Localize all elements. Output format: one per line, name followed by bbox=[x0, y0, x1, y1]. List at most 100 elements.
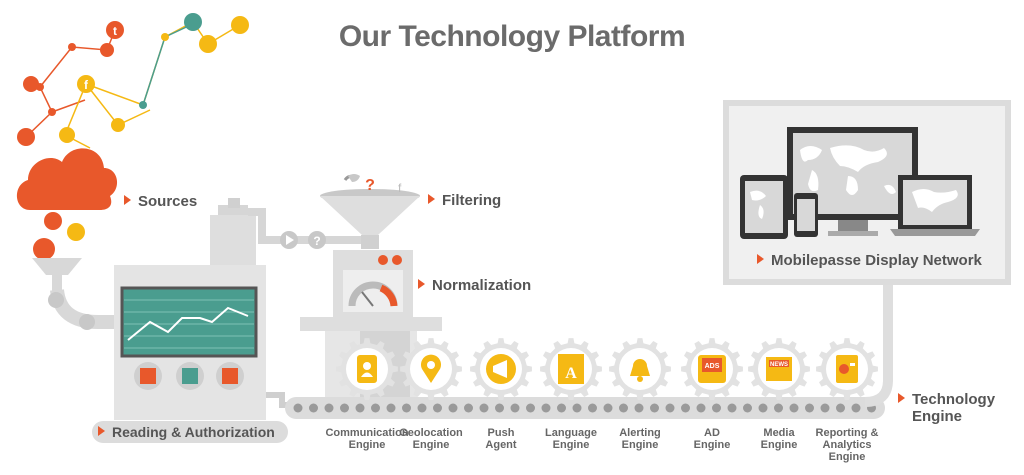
normalization-label-text: Normalization bbox=[432, 277, 532, 294]
belt-roller bbox=[588, 403, 597, 413]
report-icon bbox=[836, 355, 858, 383]
belt-roller bbox=[402, 403, 411, 413]
news-icon: NEWS bbox=[766, 357, 792, 381]
facebook-icon bbox=[77, 75, 95, 93]
filtering-label-text: Filtering bbox=[442, 192, 502, 209]
engine-gear-6: ADS bbox=[681, 338, 743, 400]
belt-roller bbox=[495, 403, 504, 413]
belt-roller bbox=[805, 403, 814, 413]
chat-icon bbox=[59, 127, 75, 143]
filtering-label: Filtering bbox=[428, 192, 501, 209]
belt-roller bbox=[572, 403, 582, 413]
engine-label-line1: AD bbox=[704, 427, 720, 439]
belt-roller bbox=[541, 403, 551, 413]
tech-engine-line1: Technology bbox=[912, 391, 996, 408]
engine-label-line2: Engine bbox=[621, 439, 659, 451]
engine-label-line1: Push bbox=[487, 427, 515, 439]
arrow-icon bbox=[898, 393, 905, 403]
lightbulb-icon bbox=[23, 76, 39, 92]
belt-roller bbox=[665, 403, 675, 413]
social-network-graph: t f bbox=[17, 13, 249, 149]
belt-roller bbox=[603, 403, 613, 413]
engine-gear-4: A bbox=[540, 338, 602, 400]
question-icon bbox=[308, 231, 326, 249]
reading-machine bbox=[114, 198, 300, 420]
engine-label-line2: Engine bbox=[412, 439, 450, 451]
tumblr-icon-letter: t bbox=[113, 24, 117, 38]
media-icon bbox=[100, 43, 114, 57]
belt-roller bbox=[479, 403, 489, 413]
belt-roller bbox=[355, 403, 365, 413]
belt-roller bbox=[650, 403, 659, 413]
social-nodes: t f bbox=[17, 13, 249, 146]
belt-roller bbox=[743, 403, 752, 413]
belt-roller bbox=[712, 403, 721, 413]
phone-icon bbox=[231, 16, 249, 34]
arrow-icon bbox=[418, 279, 425, 289]
engine-gear-5 bbox=[609, 338, 671, 400]
twitter-bird-icon bbox=[33, 238, 55, 260]
engine-gear-2 bbox=[400, 338, 462, 400]
technology-engine-label: Technology Engine bbox=[898, 391, 995, 425]
engine-gear-1 bbox=[336, 338, 398, 400]
engine-gears: A ADS NEWS bbox=[336, 338, 878, 400]
engine-gear-8 bbox=[816, 338, 878, 400]
engine-gear-3 bbox=[470, 338, 532, 400]
tumblr-icon bbox=[106, 21, 124, 39]
normalization-label: Normalization bbox=[418, 277, 531, 294]
tech-engine-line2: Engine bbox=[912, 408, 963, 425]
engine-label-line2: Agent bbox=[485, 439, 517, 451]
svg-text:A: A bbox=[565, 365, 577, 382]
belt-roller bbox=[727, 403, 737, 413]
facebook-icon-letter: f bbox=[84, 78, 89, 92]
filter-pipe: ? bbox=[262, 231, 362, 249]
filter-question-mark: ? bbox=[365, 177, 375, 194]
engine-label-line2: Engine bbox=[693, 439, 731, 451]
belt-roller bbox=[417, 403, 427, 413]
display-network-label-text: Mobilepasse Display Network bbox=[771, 252, 982, 269]
mobile-icon bbox=[67, 223, 85, 241]
engine-label-line1: Language bbox=[545, 427, 597, 439]
belt-roller bbox=[681, 403, 690, 413]
belt-roller bbox=[510, 403, 520, 413]
svg-text:ADS: ADS bbox=[705, 363, 720, 370]
contacts-icon bbox=[184, 13, 202, 31]
engine-label-line1: Media bbox=[763, 427, 795, 439]
cloud-icon bbox=[16, 148, 118, 210]
sources-label-text: Sources bbox=[138, 193, 198, 210]
belt-roller bbox=[789, 403, 799, 413]
megaphone-icon bbox=[486, 354, 516, 384]
person-phone-icon bbox=[357, 355, 377, 383]
link-icon bbox=[111, 118, 125, 132]
belt-roller bbox=[820, 403, 830, 413]
bird-icon bbox=[348, 174, 360, 182]
ad-tablet-icon: ADS bbox=[698, 355, 726, 383]
engine-label: Reporting &Analytics Engine bbox=[803, 427, 891, 463]
belt-roller bbox=[557, 403, 566, 413]
svg-text:NEWS: NEWS bbox=[770, 362, 788, 368]
belt-roller bbox=[774, 403, 783, 413]
play-icon bbox=[286, 235, 294, 245]
filter-facebook-mark: f bbox=[398, 181, 402, 195]
arrow-icon bbox=[428, 194, 435, 204]
belt-roller bbox=[371, 403, 380, 413]
conveyor-belt bbox=[285, 282, 893, 419]
engine-gear-7: NEWS bbox=[748, 338, 810, 400]
engine-label-line2: Engine bbox=[348, 439, 386, 451]
belt-roller bbox=[619, 403, 628, 413]
monitor-graph-line bbox=[127, 306, 249, 341]
twitter-icon bbox=[17, 128, 35, 146]
engine-label-line2: Engine bbox=[552, 439, 590, 451]
belt-roller bbox=[340, 403, 349, 413]
reading-authorization-label: Reading & Authorization bbox=[92, 421, 288, 443]
engine-label-line2: Analytics Engine bbox=[822, 439, 872, 463]
engine-label-line1: Communication bbox=[325, 427, 409, 439]
belt-roller bbox=[634, 403, 644, 413]
sources-funnel bbox=[32, 258, 118, 330]
world-map-graphic bbox=[750, 145, 958, 219]
display-network-panel bbox=[723, 100, 1011, 285]
